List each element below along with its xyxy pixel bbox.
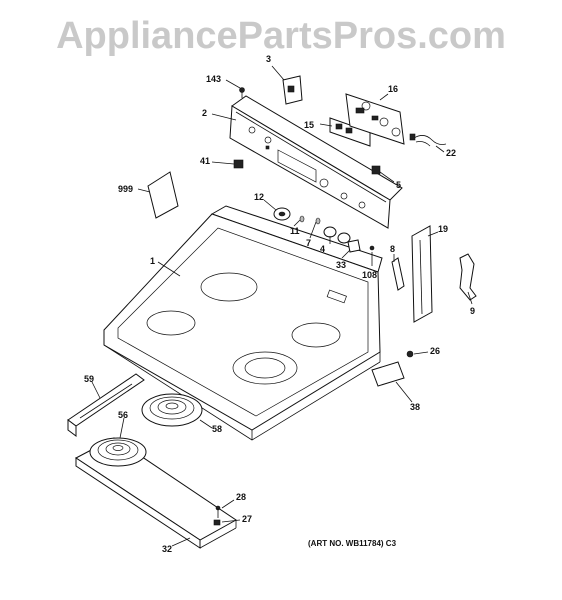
control-board-part-16 (345, 93, 405, 145)
side-trim-part-19 (411, 225, 433, 323)
burner-right-front-marking (232, 351, 298, 385)
screw-part-143 (239, 87, 245, 98)
control-backsplash (229, 95, 403, 229)
channel-part-59 (67, 373, 145, 437)
surface-unit-part-56 (89, 437, 147, 467)
callout-5: 5 (396, 180, 401, 190)
callout-56: 56 (118, 410, 128, 420)
burner-right-rear-marking (291, 322, 341, 348)
callout-8: 8 (390, 244, 395, 254)
callout-41: 41 (200, 156, 210, 166)
nut-part-27 (213, 519, 221, 526)
art-number: (ART NO. WB11784) C3 (308, 539, 397, 548)
callout-108: 108 (362, 270, 377, 280)
callout-16: 16 (388, 84, 398, 94)
knobs-part-4 (323, 226, 351, 244)
callout-1: 1 (150, 256, 155, 266)
spring-part-7 (315, 217, 321, 225)
callout-32: 32 (162, 544, 172, 554)
switch-part-41 (233, 159, 244, 169)
callout-38: 38 (410, 402, 420, 412)
callout-999: 999 (118, 184, 133, 194)
trim-part-38 (371, 361, 405, 387)
callout-7: 7 (306, 238, 311, 248)
callout-28: 28 (236, 492, 246, 502)
screw-part-26 (406, 350, 414, 358)
spring-part-11 (299, 215, 305, 223)
callout-2: 2 (202, 108, 207, 118)
burner-left-front-marking (146, 310, 196, 336)
cooktop-main-top (103, 205, 383, 441)
fastener-part-108 (369, 245, 375, 251)
clip-part-5 (371, 165, 381, 175)
callout-9: 9 (470, 306, 475, 316)
literature-part-999 (147, 171, 179, 219)
callout-27: 27 (242, 514, 252, 524)
callout-143: 143 (206, 74, 221, 84)
wire-harness-part-22 (409, 133, 447, 147)
callout-59: 59 (84, 374, 94, 384)
callout-33: 33 (336, 260, 346, 270)
hinge-part-9 (459, 253, 477, 301)
callout-26: 26 (430, 346, 440, 356)
knob-part-12 (273, 207, 291, 221)
callout-12: 12 (254, 192, 264, 202)
callout-15: 15 (304, 120, 314, 130)
surface-unit-part-58 (141, 393, 203, 427)
burner-left-rear-marking (200, 272, 258, 302)
screw-part-28 (215, 505, 221, 518)
callout-4: 4 (320, 244, 325, 254)
bracket-part-3 (282, 75, 303, 105)
callout-19: 19 (438, 224, 448, 234)
callout-3: 3 (266, 54, 271, 64)
switch-part-33 (347, 239, 361, 253)
callout-11: 11 (290, 226, 300, 236)
bracket-part-8 (391, 257, 405, 291)
callout-58: 58 (212, 424, 222, 434)
leader-lines (91, 65, 473, 547)
callout-22: 22 (446, 148, 456, 158)
watermark-text: AppliancePartsPros.com (56, 15, 506, 57)
